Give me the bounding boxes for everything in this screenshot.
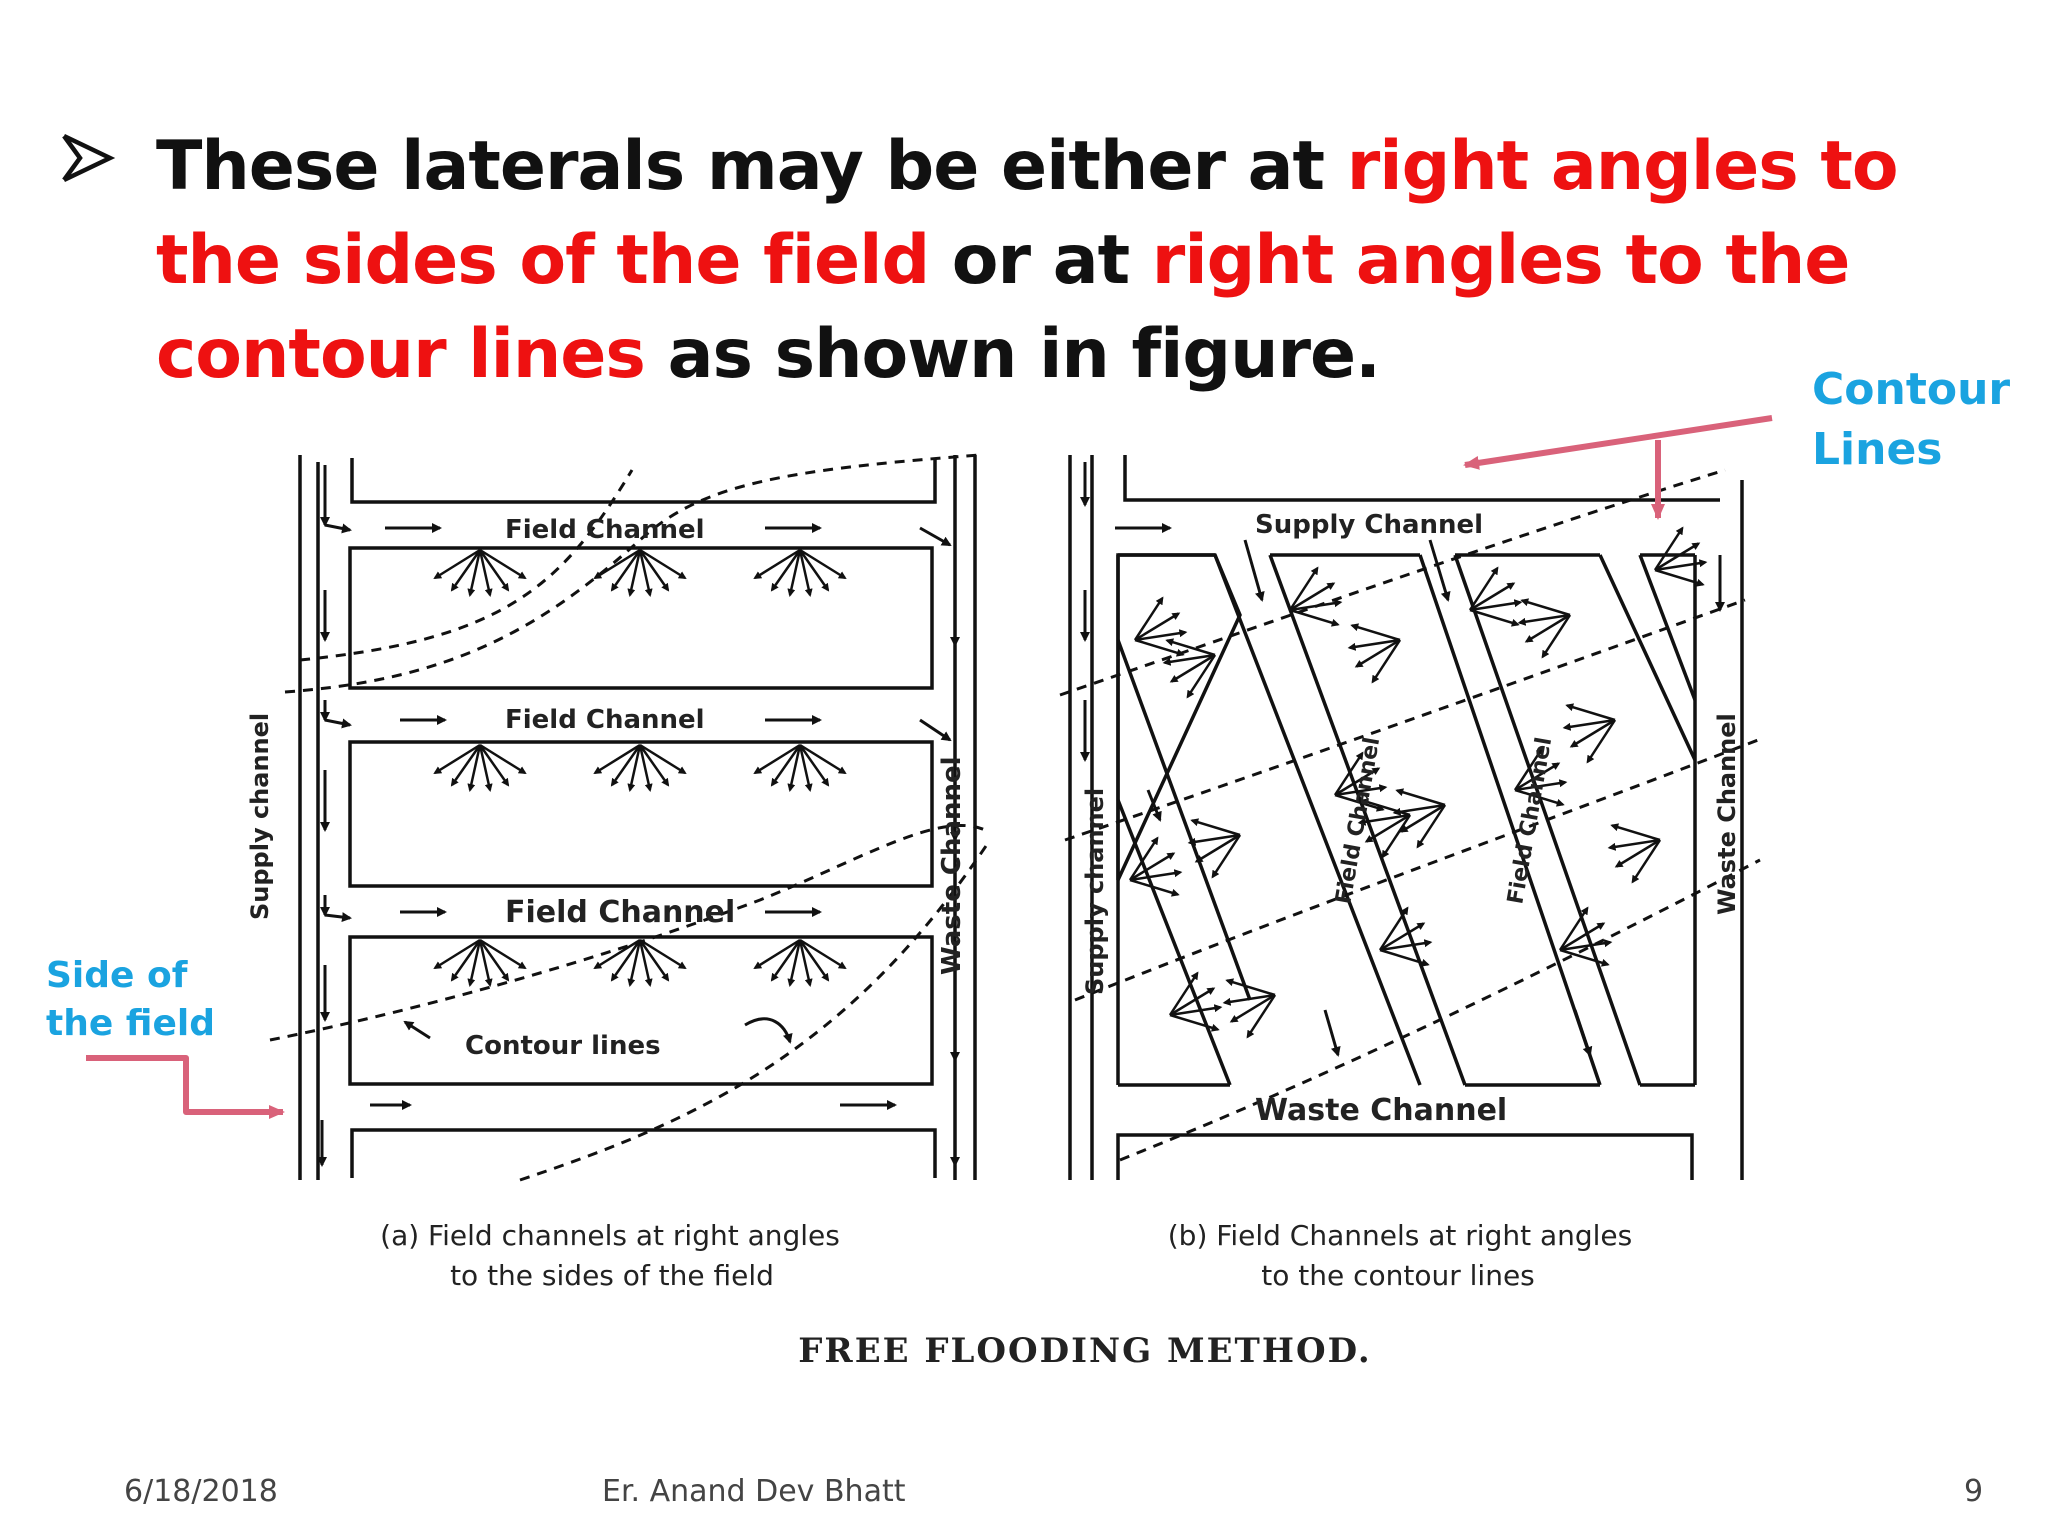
panel-a-field-channel-2: Field Channel xyxy=(505,705,705,735)
callout-contour-line1: Contour xyxy=(1812,364,2011,415)
contour-callout-arrow-1 xyxy=(1463,415,1773,470)
panel-b-flow-arrows xyxy=(1080,462,1725,1057)
panel-a-supply-channel-label: Supply channel xyxy=(246,713,274,920)
headline-text-1: These laterals may be either at xyxy=(156,127,1347,206)
headline-highlight-sides: right angles to the sides of the field xyxy=(156,127,1899,300)
panel-a-caption-line1: (a) Field channels at right angles xyxy=(380,1219,840,1252)
panel-a-caption-line2: to the sides of the field xyxy=(450,1259,774,1292)
headline-text-2: or at xyxy=(929,221,1152,300)
side-callout-arrow xyxy=(86,1055,285,1119)
callout-side-line1: Side of xyxy=(46,955,188,996)
panel-b-caption-line2: to the contour lines xyxy=(1261,1259,1535,1292)
panel-a-flow-arrows xyxy=(317,465,960,1167)
panel-a-field-channel-1: Field Channel xyxy=(505,515,705,545)
callout-contour-lines: Contour Lines xyxy=(1812,360,2010,480)
figure-title: FREE FLOODING METHOD. xyxy=(798,1331,1371,1371)
slide-headline: These laterals may be either at right an… xyxy=(156,120,1906,402)
footer-page-number: 9 xyxy=(1964,1474,1984,1509)
panel-a-contour-lines xyxy=(269,453,992,1182)
callout-side-of-field: Side of the field xyxy=(46,952,215,1048)
panel-b-fan-arrows xyxy=(1128,526,1708,1039)
panel-a-contour-label: Contour lines xyxy=(465,1031,661,1061)
contour-pointer-arrow xyxy=(403,1020,431,1040)
callout-contour-line2: Lines xyxy=(1812,424,1943,475)
arrow-bullet-icon xyxy=(62,133,116,183)
headline-text-3: as shown in figure. xyxy=(644,315,1381,394)
panel-b-contour-lines xyxy=(1059,468,1761,1162)
panel-b-caption-line1: (b) Field Channels at right angles xyxy=(1168,1219,1633,1252)
panel-b-supply-channel-left: Supply channel xyxy=(1081,788,1109,995)
panel-b-waste-channel-bottom: Waste Channel xyxy=(1255,1093,1507,1128)
panel-b-supply-channel-top: Supply Channel xyxy=(1255,510,1483,540)
callout-arrows xyxy=(86,415,1773,1119)
panel-b-waste-channel-right: Waste Channel xyxy=(1713,713,1741,915)
panel-a-field-channel-3: Field Channel xyxy=(505,895,735,930)
headline-highlight-contour: right angles to the contour lines xyxy=(156,221,1850,394)
footer-date: 6/18/2018 xyxy=(124,1474,278,1509)
contour-curved-arrow xyxy=(744,1017,793,1044)
panel-b xyxy=(1068,455,1744,1180)
panel-a-waste-channel-label: Waste Channel xyxy=(937,756,967,975)
footer-author: Er. Anand Dev Bhatt xyxy=(602,1474,906,1509)
panel-a-fan-arrows xyxy=(433,548,847,987)
callout-side-line2: the field xyxy=(46,1003,215,1044)
